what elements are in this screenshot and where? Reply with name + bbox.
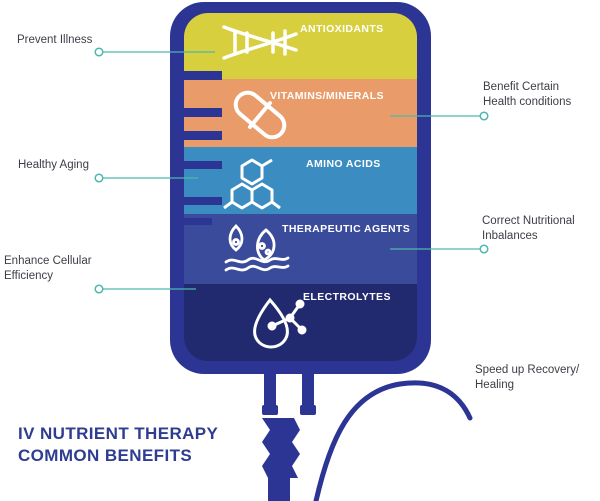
layer-electrolytes bbox=[184, 284, 417, 361]
layer-therapeutic-agents bbox=[184, 214, 417, 284]
benefit-certain-health-conditions: Benefit Certain Health conditions bbox=[483, 81, 572, 108]
layer-label-electrolytes: ELECTROLYTES bbox=[303, 291, 391, 303]
molecule-icon bbox=[223, 158, 281, 210]
layer-amino-acids bbox=[184, 147, 417, 214]
layer-label-therapeutic-agents: THERAPEUTIC AGENTS bbox=[282, 223, 410, 235]
layer-label-amino-acids: AMINO ACIDS bbox=[306, 158, 381, 170]
benefit-speed-up-recovery: Speed up Recovery/ Healing bbox=[475, 364, 580, 391]
dna-icon bbox=[222, 25, 298, 60]
benefit-prevent-illness: Prevent Illness bbox=[17, 34, 93, 46]
layer-label-antioxidants: ANTIOXIDANTS bbox=[300, 23, 384, 35]
layer-antioxidants bbox=[184, 13, 417, 79]
iv-bag-ports bbox=[262, 368, 316, 501]
benefit-healthy-aging: Healthy Aging bbox=[18, 159, 89, 171]
title-line-2: COMMON BENEFITS bbox=[18, 446, 193, 465]
benefit-correct-nutritional-inbalances: Correct Nutritional Inbalances bbox=[482, 215, 575, 242]
layer-vitamins-minerals bbox=[184, 79, 417, 147]
capsule-icon bbox=[233, 90, 287, 140]
drop-icon bbox=[253, 297, 307, 349]
cells-icon bbox=[224, 224, 290, 272]
bag-tabs bbox=[184, 71, 222, 225]
benefit-enhance-cellular-efficiency: Enhance Cellular Efficiency bbox=[4, 255, 92, 282]
layer-label-vitamins-minerals: VITAMINS/MINERALS bbox=[270, 90, 384, 102]
nutrient-layers bbox=[184, 13, 417, 361]
connectors bbox=[94, 47, 489, 294]
title-line-1: IV NUTRIENT THERAPY bbox=[18, 424, 219, 443]
iv-tubing bbox=[313, 380, 473, 501]
